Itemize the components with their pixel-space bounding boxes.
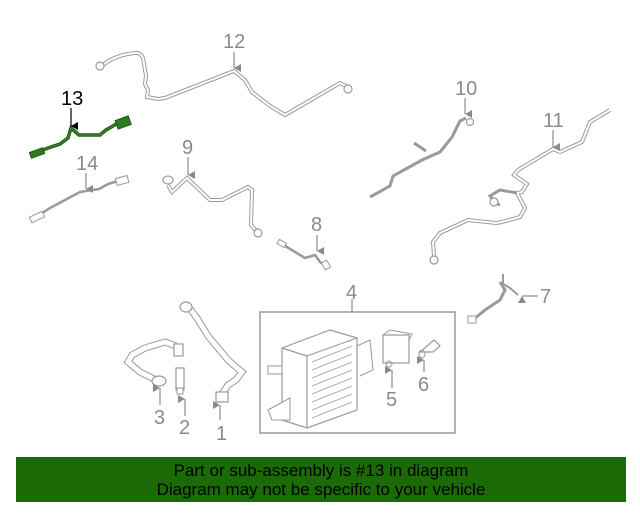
- callout-10[interactable]: 10: [455, 78, 478, 100]
- callout-14[interactable]: 14: [76, 153, 99, 175]
- callout-3[interactable]: 3: [154, 407, 166, 429]
- callout-13[interactable]: 13: [61, 88, 84, 110]
- callout-4[interactable]: 4: [346, 282, 358, 304]
- part-14-oxygen-sensor[interactable]: [28, 174, 130, 224]
- callout-8[interactable]: 8: [311, 214, 323, 236]
- part-8-sensor[interactable]: [276, 238, 332, 271]
- info-banner: Part or sub-assembly is #13 in diagram D…: [16, 457, 626, 502]
- part-10-tube[interactable]: [369, 116, 475, 199]
- part-1-hose[interactable]: [179, 301, 247, 403]
- callout-12[interactable]: 12: [223, 31, 246, 53]
- callout-1[interactable]: 1: [216, 423, 228, 445]
- part-3-hose[interactable]: [123, 338, 184, 387]
- part-13-oxygen-sensor[interactable]: [28, 115, 132, 159]
- part-2-connector[interactable]: [175, 367, 185, 395]
- part-4-canister-assembly[interactable]: [259, 311, 456, 434]
- part-11-tube[interactable]: [429, 108, 612, 265]
- part-12-tube[interactable]: [95, 50, 353, 118]
- callout-5[interactable]: 5: [386, 389, 398, 411]
- callout-11[interactable]: 11: [543, 110, 564, 132]
- callout-2[interactable]: 2: [179, 417, 191, 439]
- part-9-tube[interactable]: [162, 175, 263, 238]
- callout-6[interactable]: 6: [418, 374, 430, 396]
- callout-7[interactable]: 7: [540, 286, 552, 308]
- callout-9[interactable]: 9: [182, 137, 194, 159]
- banner-line-part-number: Part or sub-assembly is #13 in diagram: [173, 461, 469, 480]
- part-7-sensor[interactable]: [467, 274, 519, 324]
- banner-line-disclaimer: Diagram may not be specific to your vehi…: [156, 480, 486, 499]
